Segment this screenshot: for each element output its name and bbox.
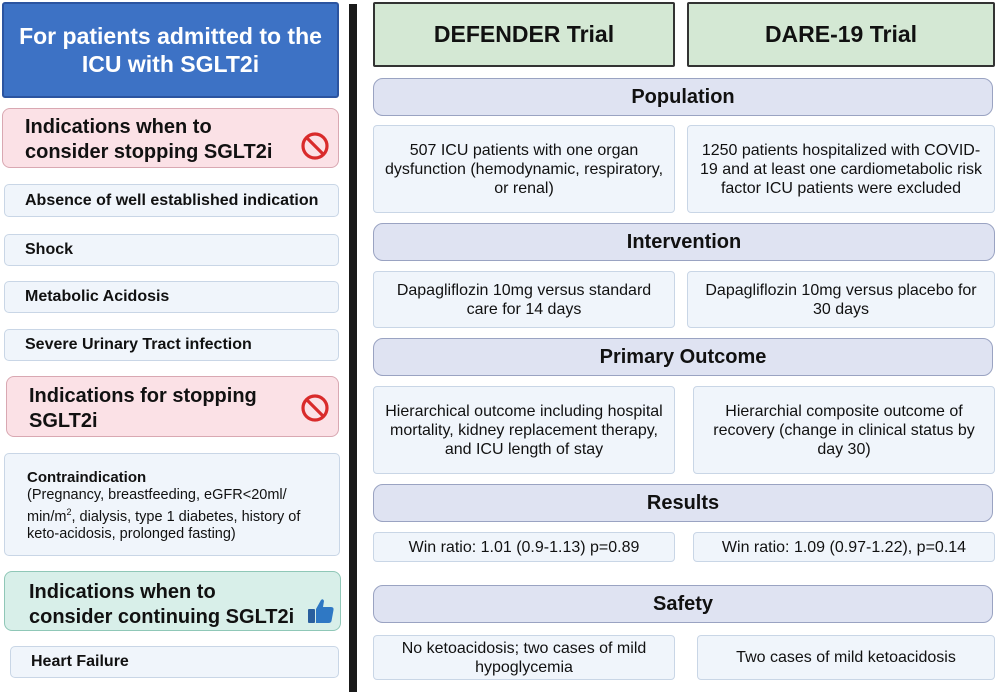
contraindication-title: Contraindication	[27, 469, 147, 486]
continuing-title: Indications when to consider continuing …	[29, 581, 295, 628]
defender-intervention-cell: Dapagliflozin 10mg versus standard care …	[373, 271, 675, 328]
consider-stopping-box: Indications when to consider stopping SG…	[2, 108, 339, 168]
no-entry-icon	[301, 132, 329, 160]
dare19-outcome-cell: Hierarchial composite outcome of recover…	[693, 386, 995, 474]
defender-population-cell: 507 ICU patients with one organ dysfunct…	[373, 125, 675, 213]
defender-safety-cell: No ketoacidosis; two cases of mild hypog…	[373, 635, 675, 680]
defender-results-cell: Win ratio: 1.01 (0.9-1.13) p=0.89	[373, 532, 675, 562]
stopping-title: Indications for stopping SGLT2i	[29, 385, 257, 432]
contraindication-text: (Pregnancy, breastfeeding, eGFR<20ml/ mi…	[27, 487, 301, 542]
trial-header-dare19: DARE-19 Trial	[687, 2, 995, 67]
contraindication-box: Contraindication (Pregnancy, breastfeedi…	[4, 453, 340, 556]
dare19-results-cell: Win ratio: 1.09 (0.97-1.22), p=0.14	[693, 532, 995, 562]
section-primary-outcome: Primary Outcome	[373, 338, 993, 376]
list-item: Shock	[4, 234, 339, 266]
list-item: Metabolic Acidosis	[4, 281, 339, 313]
list-item: Severe Urinary Tract infection	[4, 329, 339, 361]
list-item: Absence of well established indication	[4, 184, 339, 217]
stopping-box: Indications for stopping SGLT2i	[6, 376, 339, 437]
dare19-population-cell: 1250 patients hospitalized with COVID-19…	[687, 125, 995, 213]
section-results: Results	[373, 484, 993, 522]
dare19-intervention-cell: Dapagliflozin 10mg versus placebo for 30…	[687, 271, 995, 328]
dare19-safety-cell: Two cases of mild ketoacidosis	[697, 635, 995, 680]
thumbs-up-icon	[308, 599, 334, 623]
consider-stopping-title: Indications when to consider stopping SG…	[25, 116, 273, 163]
section-intervention: Intervention	[373, 223, 995, 261]
section-population: Population	[373, 78, 993, 116]
continuing-box: Indications when to consider continuing …	[4, 571, 341, 631]
list-item: Heart Failure	[10, 646, 339, 678]
defender-outcome-cell: Hierarchical outcome including hospital …	[373, 386, 675, 474]
column-divider	[349, 4, 357, 692]
patients-header: For patients admitted to the ICU with SG…	[2, 2, 339, 98]
trial-header-defender: DEFENDER Trial	[373, 2, 675, 67]
section-safety: Safety	[373, 585, 993, 623]
no-entry-icon	[301, 394, 329, 422]
